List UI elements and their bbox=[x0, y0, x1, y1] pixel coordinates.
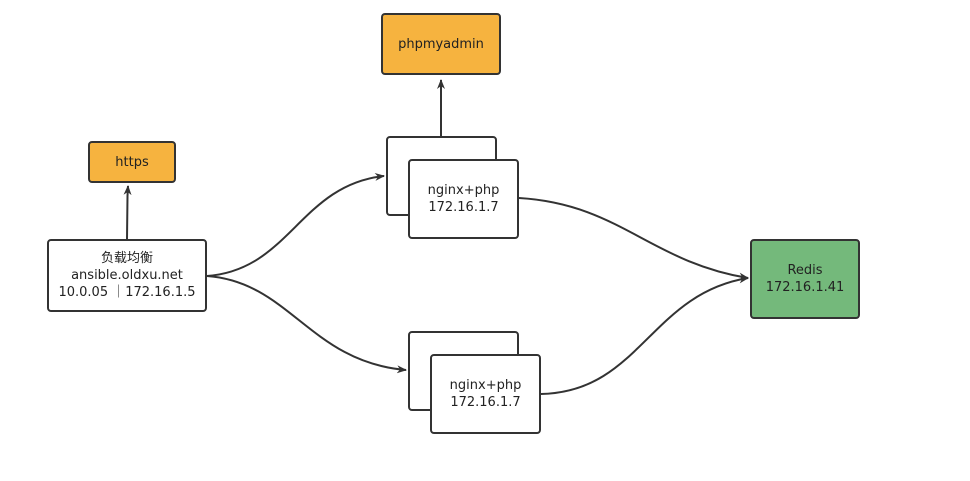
edge-lb-to-web-top bbox=[206, 172, 385, 277]
node-https: https bbox=[88, 141, 176, 183]
edge-web-top-to-redis bbox=[518, 197, 749, 281]
node-redis: Redis 172.16.1.41 bbox=[750, 239, 860, 319]
node-web-bottom-ip: 172.16.1.7 bbox=[450, 395, 521, 410]
node-web-bottom-name: nginx+php bbox=[449, 378, 522, 393]
edge-web-bottom-to-redis bbox=[540, 275, 749, 395]
node-web-top-name: nginx+php bbox=[427, 183, 500, 198]
node-load-balancer-domain: ansible.oldxu.net bbox=[71, 268, 183, 283]
node-phpmyadmin-label: phpmyadmin bbox=[398, 36, 484, 52]
edge-lb-to-web-bottom bbox=[206, 275, 407, 374]
node-web-bottom: nginx+php 172.16.1.7 bbox=[430, 354, 541, 434]
node-web-top-ip: 172.16.1.7 bbox=[428, 200, 499, 215]
node-redis-name: Redis bbox=[787, 263, 823, 278]
node-web-top: nginx+php 172.16.1.7 bbox=[408, 159, 519, 239]
node-load-balancer: 负载均衡 ansible.oldxu.net 10.0.05 ｜172.16.1… bbox=[47, 239, 207, 312]
node-redis-ip: 172.16.1.41 bbox=[765, 280, 845, 295]
node-https-label: https bbox=[115, 154, 149, 170]
node-load-balancer-ips: 10.0.05 ｜172.16.1.5 bbox=[58, 285, 196, 300]
edge-lb-to-https bbox=[123, 185, 132, 240]
node-phpmyadmin: phpmyadmin bbox=[381, 13, 501, 75]
node-load-balancer-title: 负载均衡 bbox=[100, 251, 153, 266]
